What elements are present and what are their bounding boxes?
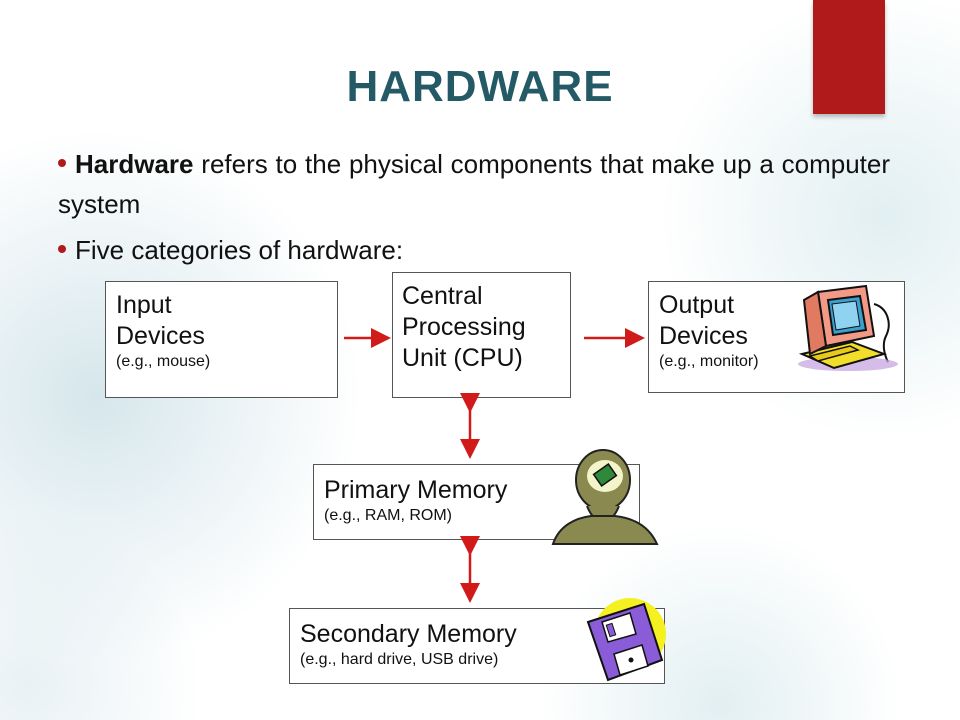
head-chip-icon — [551, 449, 659, 545]
secondary-label: Secondary Memory — [300, 620, 517, 648]
output-example: (e.g., monitor) — [659, 353, 759, 370]
secondary-example: (e.g., hard drive, USB drive) — [300, 651, 499, 668]
bullet-text: Five categories of hardware: — [75, 235, 404, 265]
bullet-dot — [58, 245, 66, 254]
primary-label: Primary Memory — [324, 476, 508, 504]
bullet-five-categories: Five categories of hardware: — [58, 230, 890, 270]
bullet-dot — [58, 159, 66, 168]
primary-example: (e.g., RAM, ROM) — [324, 507, 453, 524]
cpu-line2: Processing — [402, 313, 526, 341]
floppy-disk-icon — [586, 598, 666, 682]
input-example: (e.g., mouse) — [116, 353, 211, 370]
bullet-hardware-definition: Hardware refers to the physical componen… — [58, 144, 890, 224]
monitor-icon — [798, 284, 898, 371]
red-accent-tab — [813, 0, 885, 114]
bullet-bold-term: Hardware — [75, 149, 194, 179]
output-line2: Devices — [659, 322, 748, 350]
input-line2: Devices — [116, 322, 205, 350]
input-line1: Input — [116, 291, 172, 319]
cpu-box: Central Processing Unit (CPU) — [392, 272, 571, 398]
cpu-line1: Central — [402, 282, 483, 310]
output-line1: Output — [659, 291, 735, 319]
input-devices-box: Input Devices (e.g., mouse) — [105, 281, 338, 398]
bullet-list: Hardware refers to the physical componen… — [58, 144, 890, 276]
bullet-text: refers to the physical components that m… — [58, 149, 890, 219]
slide-title: HARDWARE — [346, 62, 614, 111]
cpu-line3: Unit (CPU) — [402, 344, 523, 372]
